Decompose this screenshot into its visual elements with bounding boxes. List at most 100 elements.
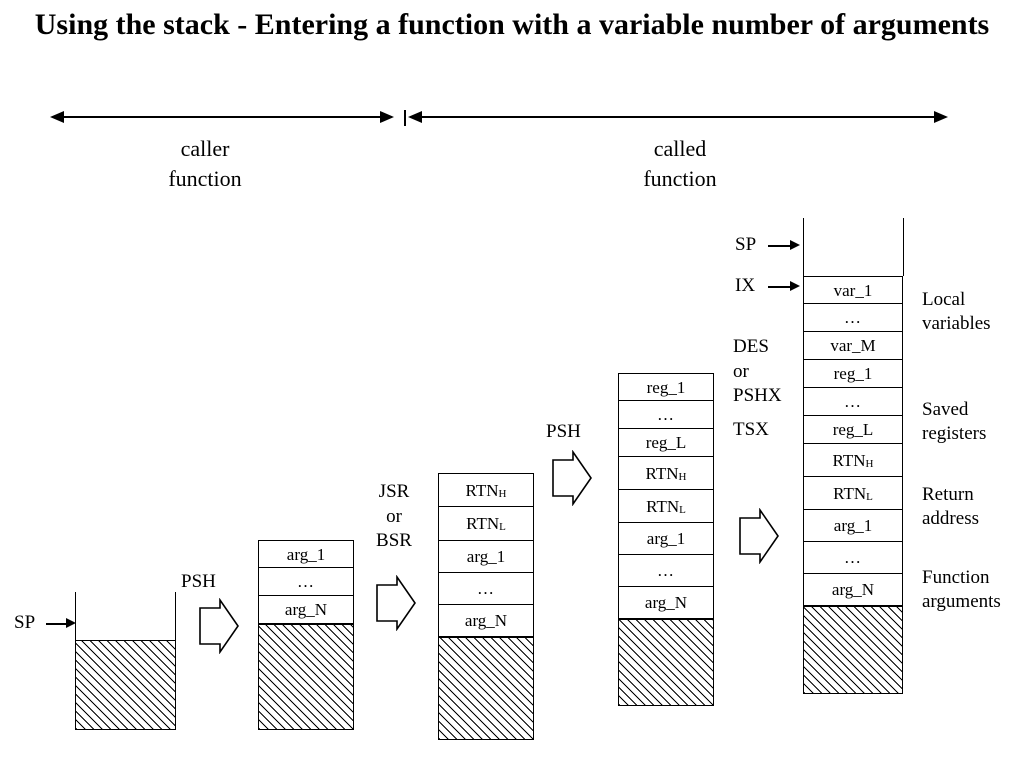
stack-4-cell-reg-ellipsis: … — [618, 401, 714, 429]
stack-5-rtnh-sub: H — [865, 457, 874, 470]
stack-3-cell-arg1: arg_1 — [438, 541, 534, 573]
right-label-saved-line1: Saved — [922, 399, 969, 420]
transition-4-line-0: DES — [733, 336, 769, 357]
stack-5-cell-regL: reg_L — [803, 416, 903, 444]
transition-2-line-0: JSR — [378, 481, 410, 502]
stack-4-cell-arg1: arg_1 — [618, 523, 714, 555]
right-label-local-variables: Local variables — [922, 288, 991, 336]
stack-3-cell-ellipsis: … — [438, 573, 534, 605]
stack-5-cell-arg-ellipsis: … — [803, 542, 903, 574]
transition-1-line-0: PSH — [181, 571, 216, 592]
stack-2-cell-arg1: arg_1 — [258, 540, 354, 568]
called-arrow-head-right — [934, 111, 948, 123]
stack-5-cell-arg1: arg_1 — [803, 510, 903, 542]
stack-3-rtnl-base: RTN — [466, 514, 500, 533]
caller-arrow-head-right — [380, 111, 394, 123]
stack-5-rtnl-base: RTN — [833, 483, 867, 503]
called-function-caption: called function — [600, 134, 760, 193]
transition-1-arrow — [196, 598, 242, 654]
transition-4-label: DES or PSHX TSX — [733, 335, 799, 443]
stack-5-hatched-area — [803, 606, 903, 694]
sp-pointer-line-1 — [46, 623, 68, 625]
called-arrow-head-left — [408, 111, 422, 123]
right-label-saved-registers: Saved registers — [922, 398, 986, 446]
called-caption-line2: function — [643, 165, 717, 191]
range-divider — [404, 110, 406, 126]
stack-5-cell-argN: arg_N — [803, 574, 903, 606]
sp-pointer-head-1 — [66, 618, 76, 628]
stack-3-rtnh-base: RTN — [465, 480, 499, 500]
transition-2-line-2: BSR — [376, 530, 412, 552]
stack-4-hatched-area — [618, 619, 714, 706]
caller-arrow-line — [62, 116, 392, 118]
stack-3-rtnl-sub: L — [499, 521, 506, 533]
transition-2-label: JSR or BSR — [370, 480, 418, 554]
stack-4-cell-regL: reg_L — [618, 429, 714, 457]
stack-1-right-wall — [175, 592, 176, 640]
stack-4-cell-argN: arg_N — [618, 587, 714, 619]
ix-pointer-head-5 — [790, 281, 800, 291]
stack-2-cell-argN: arg_N — [258, 596, 354, 624]
right-label-args-line1: Function — [922, 567, 990, 588]
right-label-function-arguments: Function arguments — [922, 566, 1001, 614]
stack-4-cell-reg1: reg_1 — [618, 373, 714, 401]
stack-5-cell-var-ellipsis: … — [803, 304, 903, 332]
transition-4-line-2: PSHX — [733, 385, 782, 407]
stack-5-cell-varM: var_M — [803, 332, 903, 360]
stack-5-cell-reg-ellipsis: … — [803, 388, 903, 416]
stack-4-rtnl-sub: L — [679, 503, 686, 516]
transition-3-line-0: PSH — [546, 421, 581, 442]
right-label-args-line2: arguments — [922, 590, 1001, 612]
transition-3-label: PSH — [546, 420, 581, 445]
transition-4-arrow — [736, 508, 782, 564]
ix-pointer-line-5 — [768, 286, 792, 288]
stack-2: arg_1 … arg_N — [258, 540, 354, 730]
stack-3-rtnh-sub: H — [498, 487, 507, 500]
stack-3-cell-argN: arg_N — [438, 605, 534, 637]
right-label-return-line1: Return — [922, 484, 974, 505]
stack-5-cell-reg1: reg_1 — [803, 360, 903, 388]
transition-2-line-1: or — [386, 505, 402, 527]
sp-label-5: SP — [735, 234, 757, 255]
stack-5-cell-var1: var_1 — [803, 276, 903, 304]
caller-function-caption: caller function — [125, 134, 285, 193]
transition-3-arrow — [549, 450, 595, 506]
right-label-return-line2: address — [922, 507, 979, 529]
sp-label-1: SP — [14, 612, 36, 633]
stack-2-cell-ellipsis: … — [258, 568, 354, 596]
right-label-return-address: Return address — [922, 483, 979, 531]
caller-arrow-head-left — [50, 111, 64, 123]
stack-5-left-wall — [803, 218, 804, 276]
stack-5-right-wall — [903, 218, 904, 276]
page-title-text: Using the stack - Entering a function wi… — [34, 8, 990, 41]
stack-4-rtnh-base: RTN — [645, 463, 679, 483]
transition-4-line-1: or — [733, 360, 749, 382]
right-label-local-line2: variables — [922, 312, 991, 334]
called-caption-line1: called — [653, 136, 707, 161]
stack-1-hatched-area — [75, 640, 176, 730]
transition-1-label: PSH — [181, 570, 216, 595]
page-title: Using the stack - Entering a function wi… — [0, 6, 1024, 44]
called-arrow-line — [420, 116, 944, 118]
ix-label-5: IX — [735, 275, 756, 296]
right-label-local-line1: Local — [922, 289, 966, 310]
stack-4-cell-arg-ellipsis: … — [618, 555, 714, 587]
stack-5-rtnl-sub: L — [866, 490, 873, 503]
transition-4-line-3: TSX — [733, 419, 769, 441]
stack-3-hatched-area — [438, 637, 534, 740]
stack-4-rtnl-base: RTN — [646, 496, 680, 516]
caller-caption-line1: caller — [180, 136, 230, 161]
transition-2-arrow — [373, 575, 419, 631]
stack-4-rtnh-sub: H — [678, 470, 687, 483]
sp-pointer-head-5 — [790, 240, 800, 250]
stack-2-hatched-area — [258, 624, 354, 730]
stack-1-left-wall — [75, 592, 76, 640]
